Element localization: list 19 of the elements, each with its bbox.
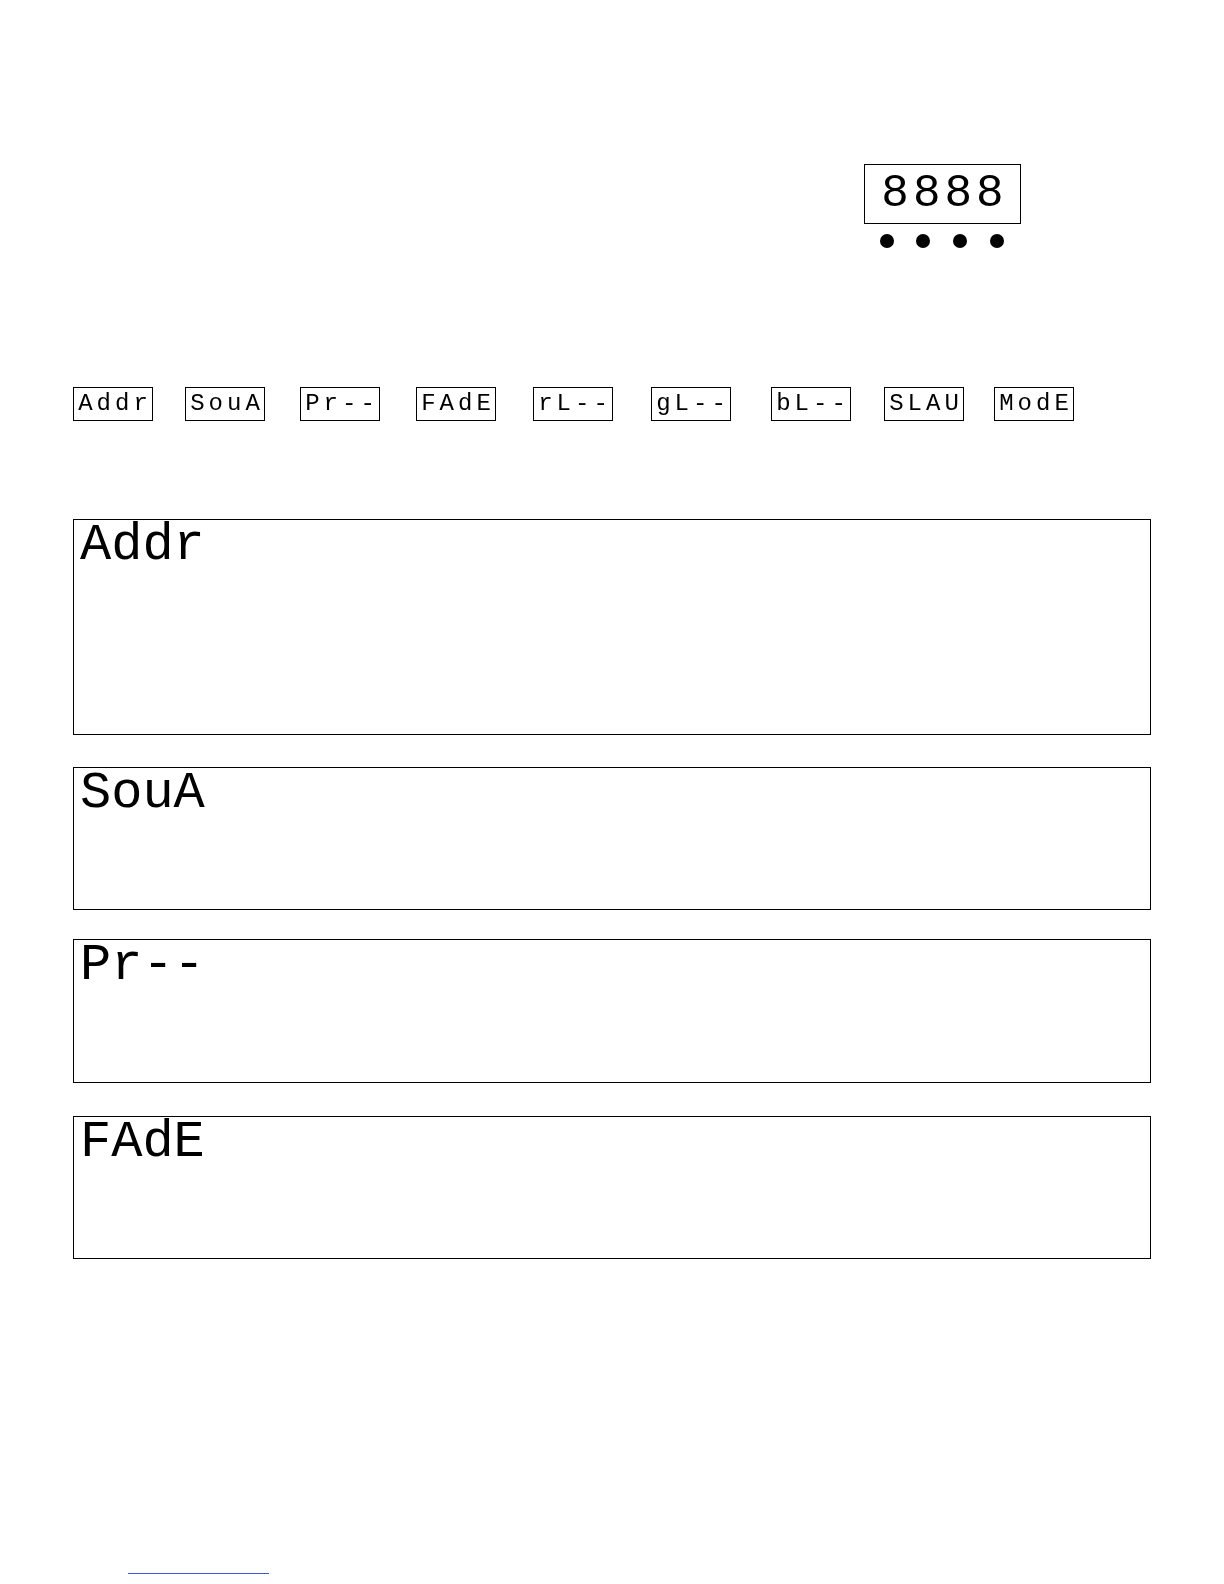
display-code: SouA (190, 392, 264, 416)
display-code: bL-- (776, 392, 850, 416)
description-panel (73, 1116, 1151, 1259)
description-panel (73, 519, 1151, 735)
panel-heading: FAdE (80, 1117, 205, 1169)
panel-heading: SouA (80, 768, 205, 820)
description-panel (73, 939, 1151, 1083)
display-code: rL-- (538, 392, 612, 416)
panel-heading: Addr (80, 520, 205, 572)
display-readout: 8888 (881, 171, 1008, 217)
display-code: Addr (78, 392, 152, 416)
display-code: SLAU (889, 392, 963, 416)
led-display (864, 164, 1021, 224)
display-code: FAdE (421, 392, 495, 416)
display-code: Pr-- (305, 392, 379, 416)
display-code: gL-- (656, 392, 730, 416)
display-code: ModE (999, 392, 1073, 416)
description-panel (73, 767, 1151, 910)
panel-heading: Pr-- (80, 940, 205, 992)
